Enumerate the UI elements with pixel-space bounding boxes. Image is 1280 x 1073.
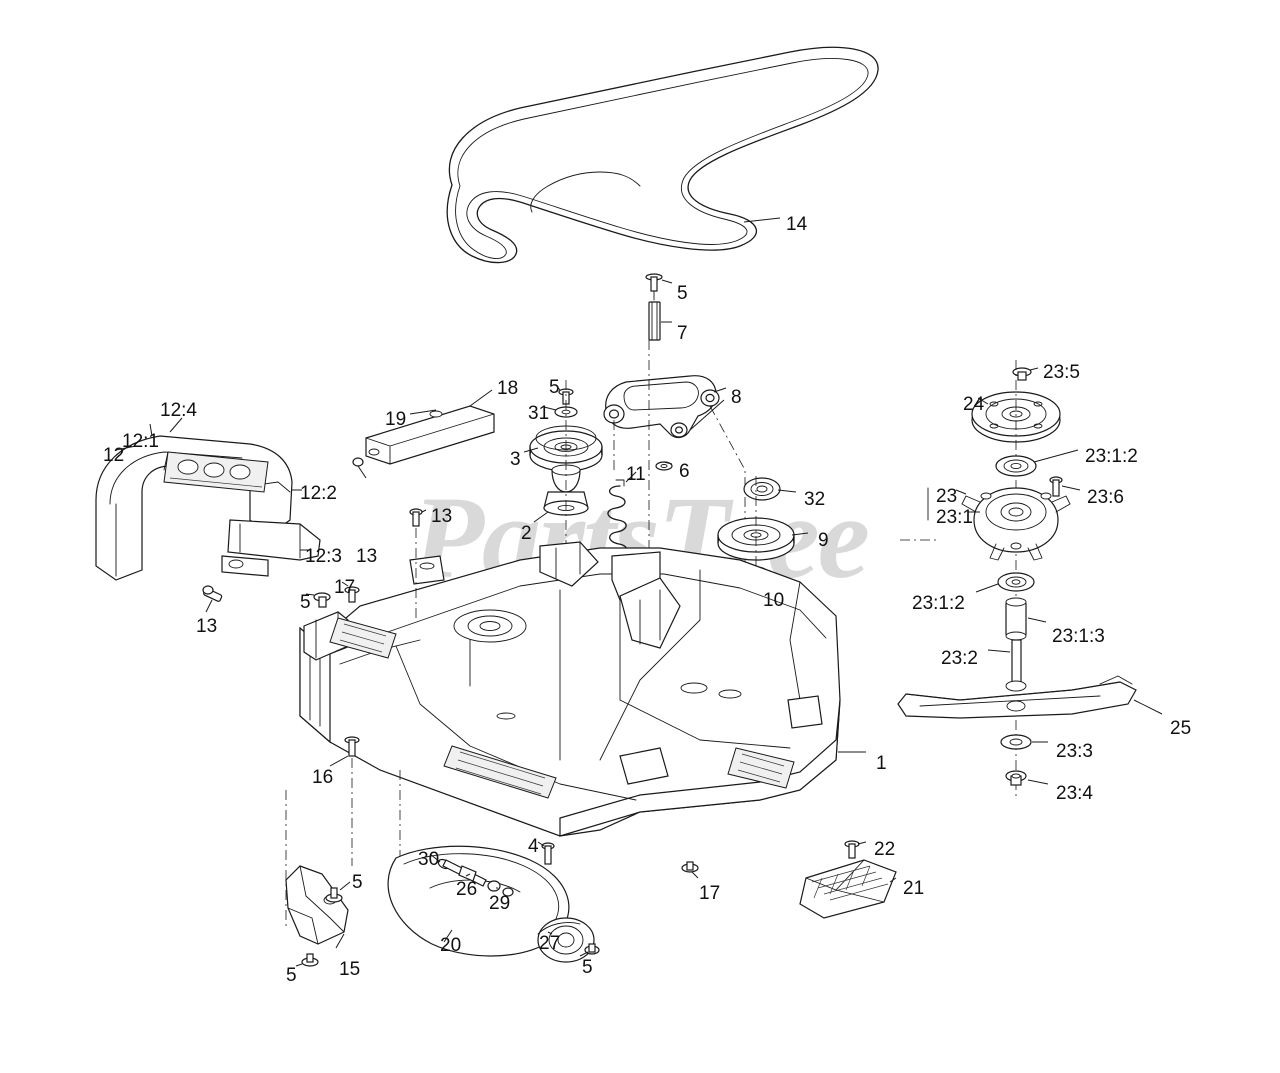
callout-9: 9 [818,530,829,551]
nut-17-right [681,861,699,873]
callout-12-2: 12:2 [300,483,337,504]
callout-21: 21 [903,878,925,899]
callout-6: 6 [679,461,690,482]
callout-23-3: 23:3 [1056,741,1093,762]
warning-decal-right [727,747,795,789]
callout-3: 3 [510,449,521,470]
bolt-5-skid-top [325,887,343,903]
callout-23-5: 23:5 [1043,362,1080,383]
callout-12: 12 [103,445,125,466]
callout-13: 13 [431,506,453,527]
callout-19: 19 [385,409,407,430]
callout-22: 22 [874,839,896,860]
callout-2: 2 [521,523,532,544]
callout-29: 29 [489,893,511,914]
callout-13: 13 [356,546,378,567]
bearing-23-1-2-top [995,455,1037,477]
callout-16: 16 [312,767,334,788]
callout-12-3: 12:3 [305,546,342,567]
spacer-23-1-3 [1005,597,1027,641]
callout-23-4: 23:4 [1056,783,1093,804]
bracket-19-18 [352,405,495,467]
callout-7: 7 [677,323,688,344]
callout-23-1: 23:1 [936,507,973,528]
callout-23-1-3: 23:1:3 [1052,626,1105,647]
callout-30: 30 [418,849,440,870]
callout-26: 26 [456,879,478,900]
spindle-housing-23 [961,487,1071,561]
bolt-22 [844,840,860,859]
mower-deck-1 [299,541,841,837]
skid-bracket-15 [285,865,349,945]
roller-27 [537,917,595,963]
callout-20: 20 [440,935,462,956]
callout-15: 15 [339,959,361,980]
idler-arm-8 [603,375,720,439]
blade-25 [897,675,1137,719]
callout-8: 8 [731,387,742,408]
bolt-30 [437,858,514,897]
bolt-23-6 [1049,476,1063,497]
callout-31: 31 [528,403,550,424]
grass-screen-21 [799,859,897,919]
bolt-5-top [645,273,663,301]
callout-10: 10 [763,590,785,611]
callout-12-1: 12:1 [122,431,159,452]
bolt-17-left [344,586,360,603]
callout-5: 5 [286,965,297,986]
nut-23-5 [1012,367,1032,381]
chute-decal [163,451,269,493]
callout-14: 14 [786,214,808,235]
callout-1: 1 [876,753,887,774]
nut-5-skid-bottom [301,953,319,967]
spacer-7 [648,301,661,341]
bolt-5-chute [313,592,331,608]
callout-17: 17 [699,883,721,904]
callout-5: 5 [549,377,560,398]
belt-14 [446,46,879,264]
nut-23-4 [1005,770,1027,786]
callout-13: 13 [196,616,218,637]
callout-23: 23 [936,486,958,507]
callout-24: 24 [963,394,985,415]
callout-11: 11 [626,464,646,485]
callout-12-4: 12:4 [160,400,197,421]
deck-decal [443,745,557,799]
callout-27: 27 [539,933,561,954]
callout-5: 5 [582,957,593,978]
callout-23-1-2: 23:1:2 [1085,446,1138,467]
callout-4: 4 [528,836,539,857]
bearing-23-1-2-bottom [997,572,1035,592]
spacer-2 [543,464,589,516]
callout-23-6: 23:6 [1087,487,1124,508]
bolt-16 [344,736,360,757]
callout-25: 25 [1170,718,1192,739]
washer-31 [554,406,578,418]
bolt-4 [541,842,555,865]
washer-23-3 [1000,734,1032,750]
callout-17: 17 [334,577,356,598]
discharge-chute-12 [95,435,321,602]
callout-23-1-2: 23:1:2 [912,593,965,614]
callout-18: 18 [497,378,519,399]
bolt-5-roller [584,943,600,955]
callout-32: 32 [804,489,826,510]
callout-5: 5 [300,592,311,613]
bearing-32 [743,477,781,501]
warning-decal-left [329,617,397,659]
callout-5: 5 [677,283,688,304]
callout-23-2: 23:2 [941,648,978,669]
callout-5: 5 [352,872,363,893]
shaft-23-2 [1005,639,1027,692]
